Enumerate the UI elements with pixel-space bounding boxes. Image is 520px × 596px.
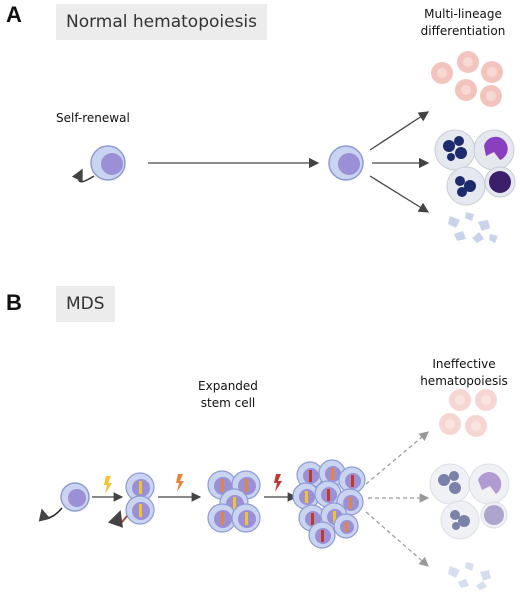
branch-arrow-red [369, 111, 430, 151]
ineffective-label: Ineffective hematopoiesis [412, 356, 516, 390]
granulocyte-icon-2 [446, 166, 486, 206]
panel-a-letter: A [6, 2, 22, 27]
multi-lineage-line1: Multi-lineage [424, 7, 502, 21]
self-renewal-label: Self-renewal [56, 111, 130, 125]
panel-a-title: Normal hematopoiesis [56, 4, 268, 40]
multi-lineage-line2: differentiation [420, 24, 506, 38]
platelet-faded-icon [448, 562, 491, 590]
clone-step1-icon [125, 472, 155, 525]
lymphocyte-faded-icon [480, 501, 508, 529]
expanded-line1: Expanded [198, 379, 258, 393]
mutation-bolt-icon-2 [176, 474, 184, 492]
self-renewal-b-arrow [38, 507, 63, 522]
multi-lineage-label: Multi-lineage differentiation [408, 6, 518, 40]
ineffective-line1: Ineffective [432, 357, 496, 371]
red-blood-cell-icon [431, 51, 503, 107]
branch-arrow-platelet [369, 175, 430, 213]
stem-cell-icon [90, 145, 126, 181]
mutation-bolt-icon-3 [274, 474, 282, 492]
expansion-arrow [107, 510, 128, 528]
granulocyte-faded-icon-2 [440, 500, 480, 540]
expanded-line2: stem cell [200, 396, 256, 410]
granulocyte-icon [434, 129, 476, 171]
monocyte-icon [473, 129, 515, 171]
expanded-stem-cell-label: Expanded stem cell [186, 378, 270, 412]
branch-dashed-red [365, 431, 429, 485]
monocyte-faded-icon [468, 463, 510, 505]
self-renewal-arrow [71, 168, 95, 183]
expanded-clone-icon [292, 459, 366, 549]
platelet-icon [448, 212, 498, 243]
mutation-bolt-icon [104, 476, 112, 494]
panel-b-letter: B [6, 290, 22, 315]
granulocyte-faded-icon [429, 463, 471, 505]
ineffective-line2: hematopoiesis [420, 374, 508, 388]
stem-cell-b-icon [60, 482, 90, 512]
clone-step2-icon [207, 470, 261, 533]
lymphocyte-icon [484, 166, 516, 198]
branch-dashed-platelet [365, 511, 429, 567]
progenitor-cell-icon [328, 145, 364, 181]
red-blood-cell-faded-icon [439, 389, 497, 437]
panel-b-title: MDS [56, 286, 115, 322]
